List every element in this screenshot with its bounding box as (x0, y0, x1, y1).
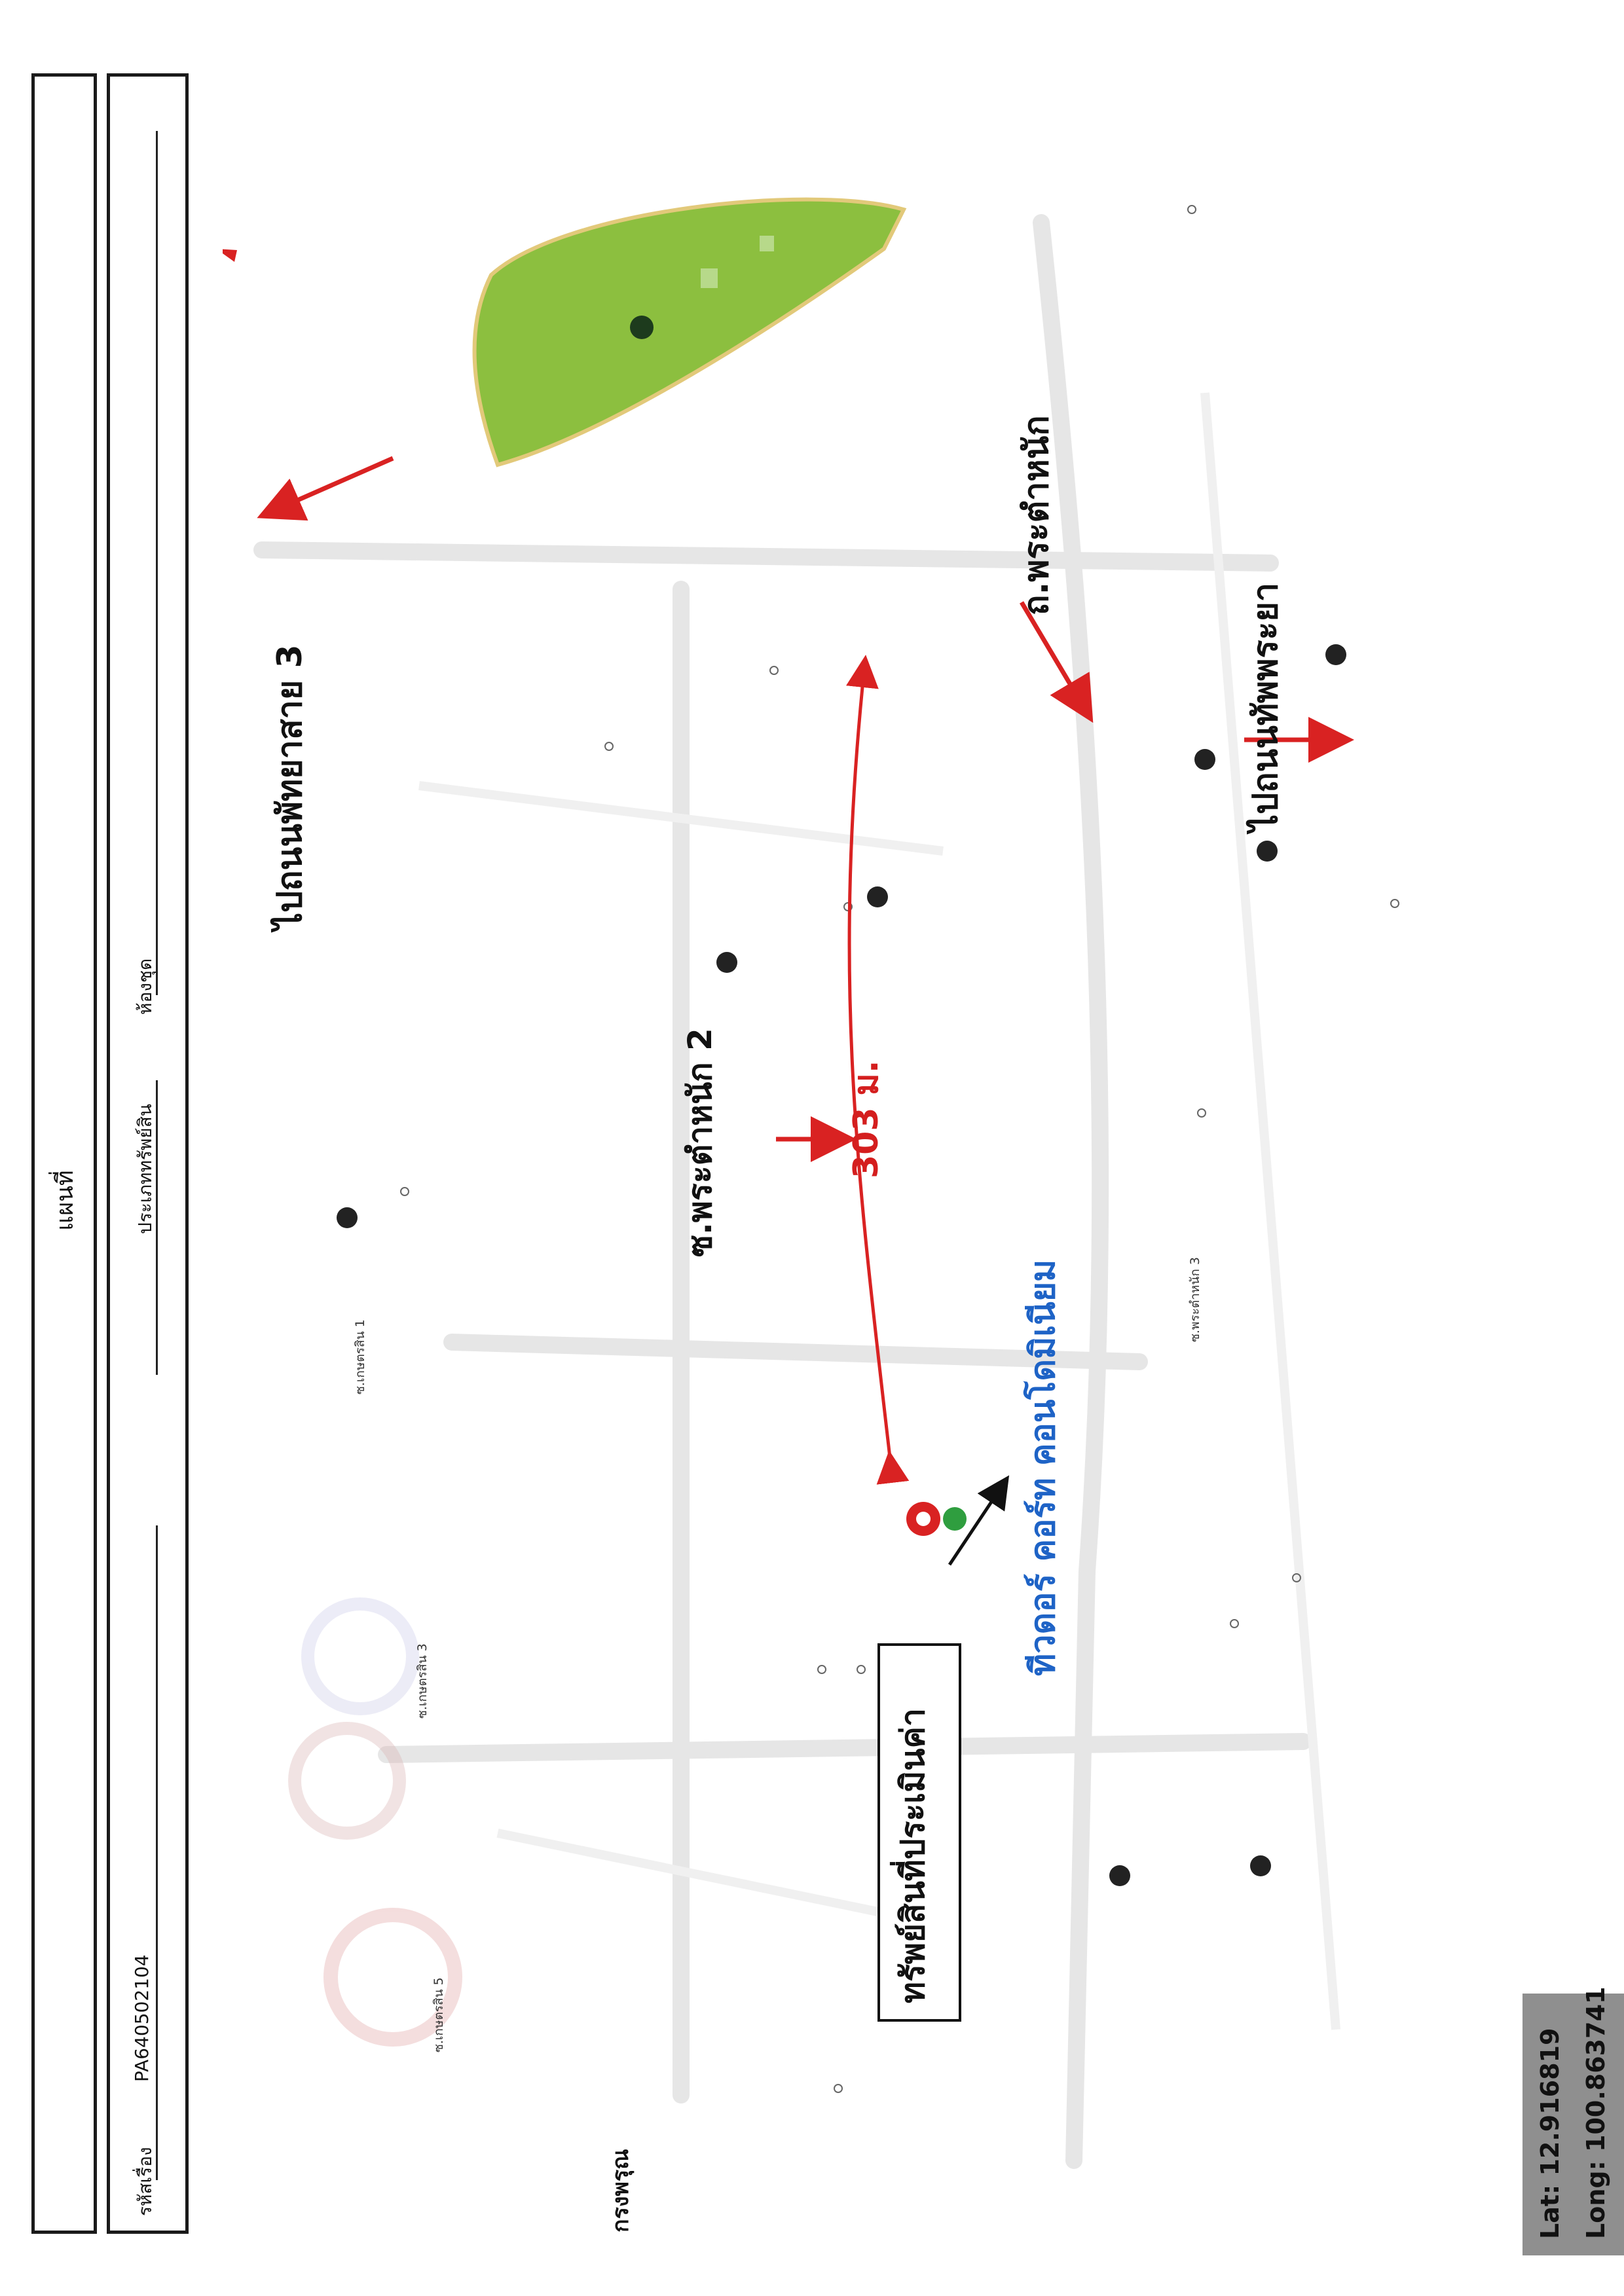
map-canvas (223, 197, 1399, 2169)
label-thepprasit: ไปถนนทัพพระยา (1246, 582, 1285, 831)
asset-pointer (948, 1475, 1010, 1566)
case-underline (156, 1525, 158, 2180)
project-name-label: ทีวดอร์ คอร์ท คอนโดมิเนียม (1024, 1259, 1063, 1676)
street-kasetsin1: ซ.เกษตรสิน 1 (353, 1319, 367, 1394)
distance-label: 303 ม. (847, 1060, 886, 1178)
district-label: กรงพรุณ (608, 2149, 634, 2232)
coordinate-box (1522, 1994, 1624, 2255)
street-kasetsin3: ซ.เกษตรสิน 3 (415, 1643, 430, 1719)
park-poi-icon (630, 316, 654, 339)
label-phra-tamnak: ถ.พระตำหนัก (1017, 415, 1056, 615)
distance-path (846, 655, 910, 1485)
longitude: Long: 100.863741 (1581, 1986, 1610, 2239)
arrow-pattaya3 (257, 456, 394, 521)
case-value: PA640502104 (131, 1954, 153, 2082)
asset-label: ทรัพย์สินที่ประเมินค่า (894, 1708, 932, 2003)
roads (253, 214, 1312, 2169)
label-pattaya3: ไปถนนพัทยาสาย 3 (270, 644, 310, 930)
asset-label-box (877, 1643, 961, 2022)
property-pin (906, 1502, 967, 1536)
street-kasetsin5: ซ.เกษตรสิน 5 (432, 1977, 446, 2052)
map-title: แผนที่ (52, 1170, 79, 1231)
unit-underline (156, 131, 158, 995)
compass-arrow-icon (223, 249, 237, 262)
park-building (701, 268, 718, 288)
park (472, 197, 907, 467)
faded-logo (288, 1597, 462, 2047)
asset-type-underline (156, 1080, 158, 1375)
latitude: Lat: 12.916819 (1536, 2028, 1564, 2239)
info-box (107, 73, 189, 2234)
arrow-phra-tamnak (1019, 601, 1094, 723)
map: ไปถนนพัทยาสาย 3 ถ.พระตำหนัก ไปถนนทัพพระย… (223, 196, 1624, 2255)
park-building (760, 236, 774, 251)
street-phra-tamnak3: ซ.พระตำหนัก 3 (1188, 1256, 1202, 1342)
title-box (31, 73, 97, 2234)
label-soi-phra-tamnak2: ซ.พระตำหนัก 2 (681, 1028, 719, 1257)
